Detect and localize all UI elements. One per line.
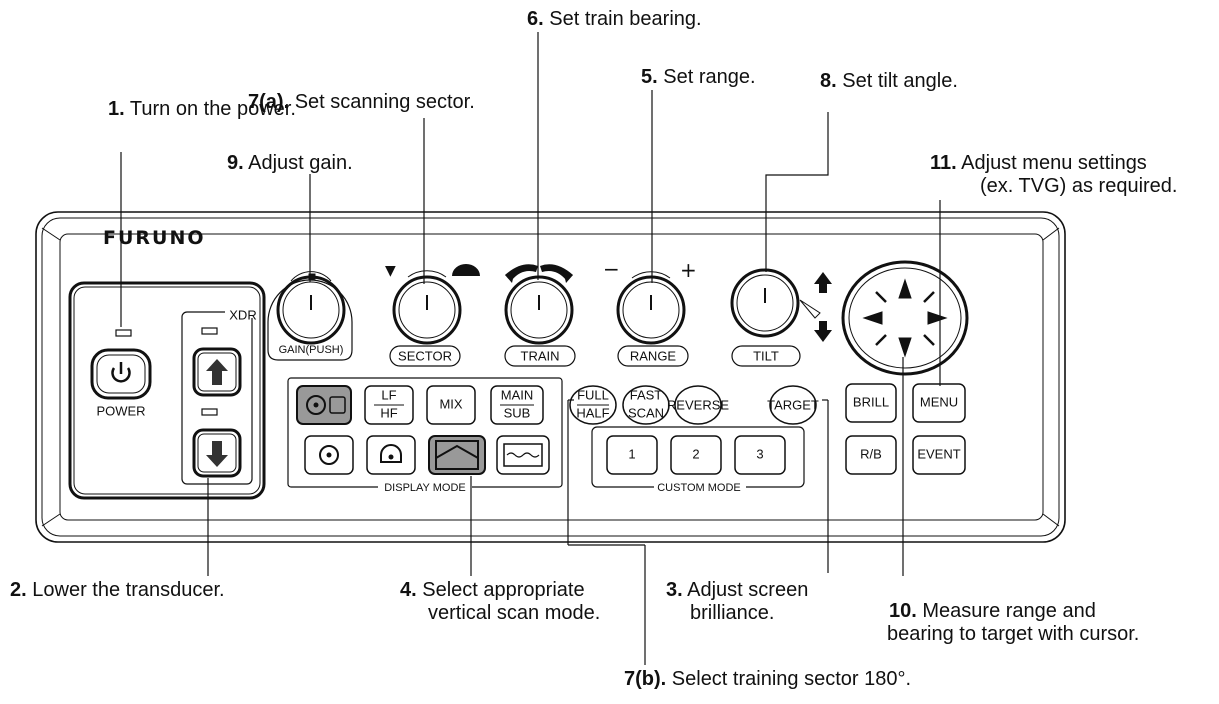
xdr-lower-button[interactable] bbox=[192, 428, 242, 478]
cursor-down-icon bbox=[898, 337, 912, 358]
custom-key-2-label: 2 bbox=[692, 446, 699, 461]
full-half-button[interactable] bbox=[569, 385, 617, 425]
power-xdr-block bbox=[68, 281, 266, 500]
train-label: TRAIN bbox=[521, 348, 560, 363]
knob-train[interactable] bbox=[504, 275, 576, 367]
full-label: FULL bbox=[577, 387, 609, 402]
cursor-right-icon bbox=[927, 311, 948, 325]
hf-label: HF bbox=[380, 405, 397, 420]
callout-2: 2. Lower the transducer. bbox=[10, 579, 225, 601]
menu-button[interactable] bbox=[912, 383, 966, 423]
range-minus-icon: − bbox=[603, 257, 620, 281]
xdr-raise-button[interactable] bbox=[192, 347, 242, 397]
lf-hf-button[interactable] bbox=[364, 385, 414, 425]
gain-label: GAIN(PUSH) bbox=[279, 344, 344, 356]
range-plus-icon: + bbox=[680, 258, 697, 282]
power-button[interactable] bbox=[90, 348, 152, 400]
callout-5: 5. Set range. bbox=[641, 66, 756, 88]
vertical-scan-icon bbox=[435, 444, 479, 459]
power-label: POWER bbox=[96, 403, 145, 418]
tilt-up-icon bbox=[814, 272, 832, 293]
tilt-beam-icon bbox=[799, 299, 821, 319]
callout-8: 8. Set tilt angle. bbox=[820, 70, 958, 92]
sub-label: SUB bbox=[504, 405, 531, 420]
mode-single-dual-button[interactable] bbox=[296, 385, 352, 425]
custom-key-2[interactable] bbox=[670, 435, 722, 475]
sector-wide-icon bbox=[452, 264, 480, 276]
brill-label: BRILL bbox=[853, 394, 889, 409]
mode-vertical-scan-button[interactable] bbox=[428, 435, 486, 475]
event-label: EVENT bbox=[917, 446, 960, 461]
xdr-label: XDR bbox=[229, 307, 256, 322]
tilt-down-icon bbox=[814, 321, 832, 342]
mix-label: MIX bbox=[439, 396, 462, 411]
xdr-label-gap bbox=[225, 308, 259, 318]
rb-label: R/B bbox=[860, 446, 882, 461]
tilt-label: TILT bbox=[753, 348, 779, 363]
display-mode-title: DISPLAY MODE bbox=[384, 482, 466, 494]
scan-label: SCAN bbox=[628, 405, 664, 420]
mode-semi-circle-button[interactable] bbox=[366, 435, 416, 475]
fast-scan-button[interactable] bbox=[622, 385, 670, 425]
knob-tilt[interactable] bbox=[730, 268, 801, 367]
rb-button[interactable] bbox=[845, 435, 897, 475]
circle-scan-icon bbox=[319, 445, 339, 465]
custom-key-3[interactable] bbox=[734, 435, 786, 475]
leader-lines bbox=[120, 32, 941, 665]
mode-horizontal-button[interactable] bbox=[304, 435, 354, 475]
callout-6: 6. Set train bearing. bbox=[527, 8, 702, 30]
callout-11: 11. Adjust menu settings(ex. TVG) as req… bbox=[930, 152, 1178, 197]
arrow-up-icon bbox=[206, 359, 228, 385]
cursor-pad[interactable] bbox=[841, 260, 969, 376]
brill-button[interactable] bbox=[845, 383, 897, 423]
cursor-left-icon bbox=[862, 311, 883, 325]
sector-label: SECTOR bbox=[398, 348, 452, 363]
sector-narrow-icon: ▼ bbox=[385, 263, 396, 279]
arrow-down-icon bbox=[206, 441, 228, 467]
cursor-up-icon bbox=[898, 278, 912, 299]
knob-sector[interactable] bbox=[389, 270, 462, 367]
mode-echo-sounder-button[interactable] bbox=[496, 435, 550, 475]
custom-mode-title: CUSTOM MODE bbox=[657, 482, 741, 494]
wave-icon bbox=[506, 452, 540, 458]
callout-9: 9. Adjust gain. bbox=[227, 152, 353, 174]
callout-1: 1. Turn on the power. bbox=[108, 98, 296, 120]
lf-label: LF bbox=[381, 387, 396, 402]
range-label: RANGE bbox=[630, 348, 677, 363]
knob-range[interactable] bbox=[616, 271, 689, 367]
mix-button[interactable] bbox=[426, 385, 476, 425]
main-sub-button[interactable] bbox=[490, 385, 544, 425]
panel-bezel bbox=[35, 211, 1066, 543]
custom-key-1[interactable] bbox=[606, 435, 658, 475]
semicircle-scan-icon bbox=[380, 444, 402, 463]
fast-label: FAST bbox=[630, 387, 663, 402]
event-button[interactable] bbox=[912, 435, 966, 475]
reverse-label: REVERSE bbox=[667, 397, 729, 412]
callout-7b: 7(b). Select training sector 180°. bbox=[624, 668, 912, 690]
power-icon bbox=[111, 367, 131, 383]
target-button[interactable] bbox=[769, 385, 817, 425]
half-label: HALF bbox=[576, 405, 609, 420]
menu-label: MENU bbox=[920, 394, 958, 409]
main-label: MAIN bbox=[501, 387, 534, 402]
custom-key-3-label: 3 bbox=[756, 446, 763, 461]
reverse-button[interactable] bbox=[674, 385, 722, 425]
brand-logo: FURUNO bbox=[103, 227, 206, 249]
knob-gain[interactable] bbox=[267, 271, 353, 361]
callout-7a: 7(a). Set scanning sector. bbox=[248, 91, 475, 113]
custom-key-1-label: 1 bbox=[628, 446, 635, 461]
target-label: TARGET bbox=[767, 397, 819, 412]
